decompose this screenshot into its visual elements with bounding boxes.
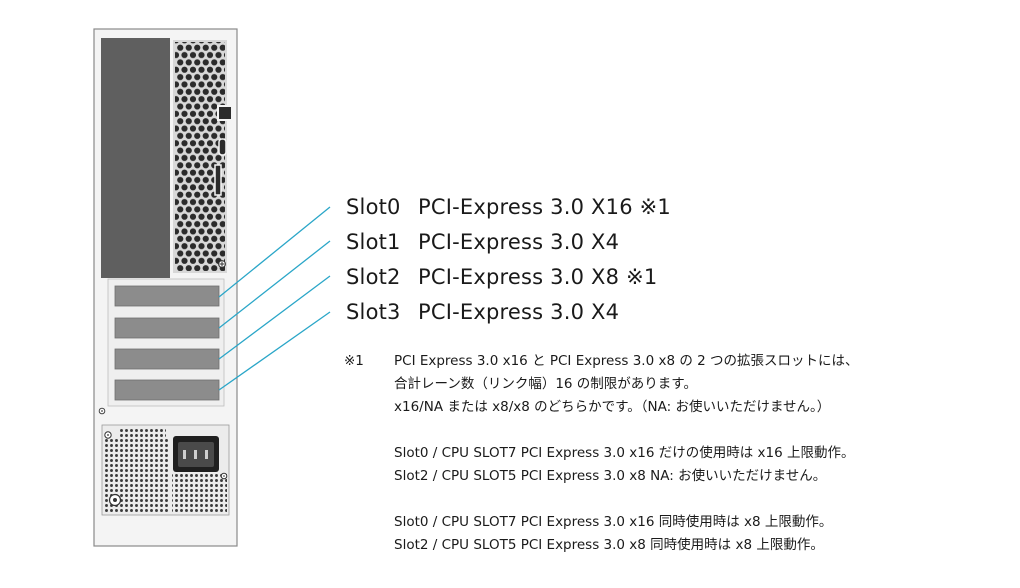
slot2-cover	[114, 348, 220, 370]
slot1-cover	[114, 317, 220, 339]
note-text-1: PCI Express 3.0 x16 と PCI Express 3.0 x8…	[394, 353, 859, 369]
psu-vent-right	[172, 474, 227, 512]
note-line-2: 合計レーン数（リンク幅）16 の制限があります。	[394, 376, 697, 392]
slot1-label: Slot1 PCI-Express 3.0 X4	[346, 229, 619, 255]
rear-port-slot	[218, 138, 227, 156]
note-case2-line-2: Slot2 / CPU SLOT5 PCI Express 3.0 x8 同時使…	[394, 537, 824, 553]
slot0-spec: PCI-Express 3.0 X16 ※1	[418, 195, 671, 219]
hex-vent-holes	[175, 42, 225, 271]
rear-port-thin	[214, 164, 222, 196]
slot3-name: Slot3	[346, 300, 401, 324]
leader-line-slot2	[218, 275, 331, 360]
note-line-3: x16/NA または x8/x8 のどちらかです。（NA: お使いいただけません…	[394, 399, 831, 415]
slot0-label: Slot0 PCI-Express 3.0 X16 ※1	[346, 194, 671, 220]
leader-line-slot0	[218, 206, 331, 298]
note-case1-line-1: Slot0 / CPU SLOT7 PCI Express 3.0 x16 だけ…	[394, 445, 855, 461]
slot1-spec: PCI-Express 3.0 X4	[418, 230, 620, 254]
leader-line-slot1	[218, 240, 331, 329]
slot3-label: Slot3 PCI-Express 3.0 X4	[346, 299, 619, 325]
footnote-block: ※1 PCI Express 3.0 x16 と PCI Express 3.0 …	[344, 350, 859, 557]
slot0-name: Slot0	[346, 195, 401, 219]
note-spacer-1	[344, 419, 859, 442]
slot2-label: Slot2 PCI-Express 3.0 X8 ※1	[346, 264, 657, 290]
note-case1-line-2: Slot2 / CPU SLOT5 PCI Express 3.0 x8 NA:…	[394, 468, 827, 484]
rear-port-square	[217, 105, 233, 121]
io-panel-block	[101, 38, 170, 278]
note-mark: ※1	[344, 353, 364, 369]
slot3-spec: PCI-Express 3.0 X4	[418, 300, 620, 324]
slot1-name: Slot1	[346, 230, 401, 254]
note-spacer-2	[344, 488, 859, 511]
note-case2-line-1: Slot0 / CPU SLOT7 PCI Express 3.0 x16 同時…	[394, 514, 833, 530]
note-line-1: ※1 PCI Express 3.0 x16 と PCI Express 3.0 …	[344, 350, 859, 373]
slot2-name: Slot2	[346, 265, 401, 289]
slot3-cover	[114, 379, 220, 401]
psu-vent-top	[120, 428, 166, 437]
slot2-spec: PCI-Express 3.0 X8 ※1	[418, 265, 658, 289]
slot0-cover	[114, 285, 220, 307]
leader-line-slot3	[218, 311, 331, 391]
